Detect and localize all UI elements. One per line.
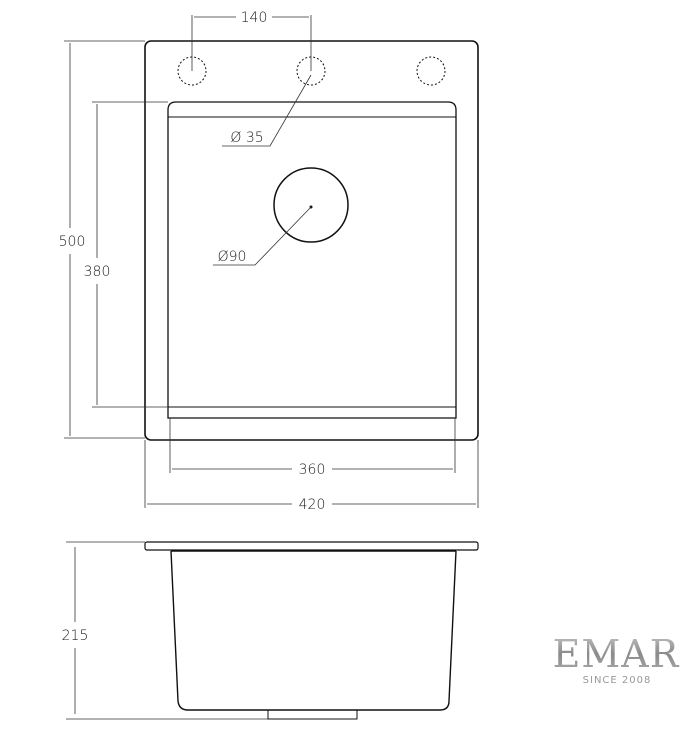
- dim-overall-depth: 500: [59, 234, 86, 250]
- bowl-profile: [170, 550, 457, 711]
- sink-rim: [144, 541, 479, 551]
- dim-overall-width: 420: [299, 497, 326, 513]
- sink-outline: [144, 40, 479, 441]
- tap-hole-right: [416, 56, 446, 86]
- bowl-outline: [167, 101, 457, 419]
- dimension-lines: [64, 15, 479, 720]
- drain-outlet: [267, 709, 358, 720]
- dim-hole-diameter: Ø 35: [230, 130, 263, 146]
- logo-tagline: SINCE 2008: [583, 675, 652, 686]
- drain-hole: [273, 167, 349, 243]
- emar-logo: EMAR SINCE 2008: [553, 632, 680, 686]
- logo-brand: EMAR: [553, 632, 680, 676]
- dim-bowl-depth: 380: [84, 264, 111, 280]
- dim-hole-spacing: 140: [241, 10, 268, 26]
- top-view: [144, 40, 479, 441]
- dim-height: 215: [62, 628, 89, 644]
- side-view: [144, 541, 479, 720]
- dim-drain-diameter: Ø90: [218, 249, 247, 265]
- dim-bowl-width: 360: [299, 462, 326, 478]
